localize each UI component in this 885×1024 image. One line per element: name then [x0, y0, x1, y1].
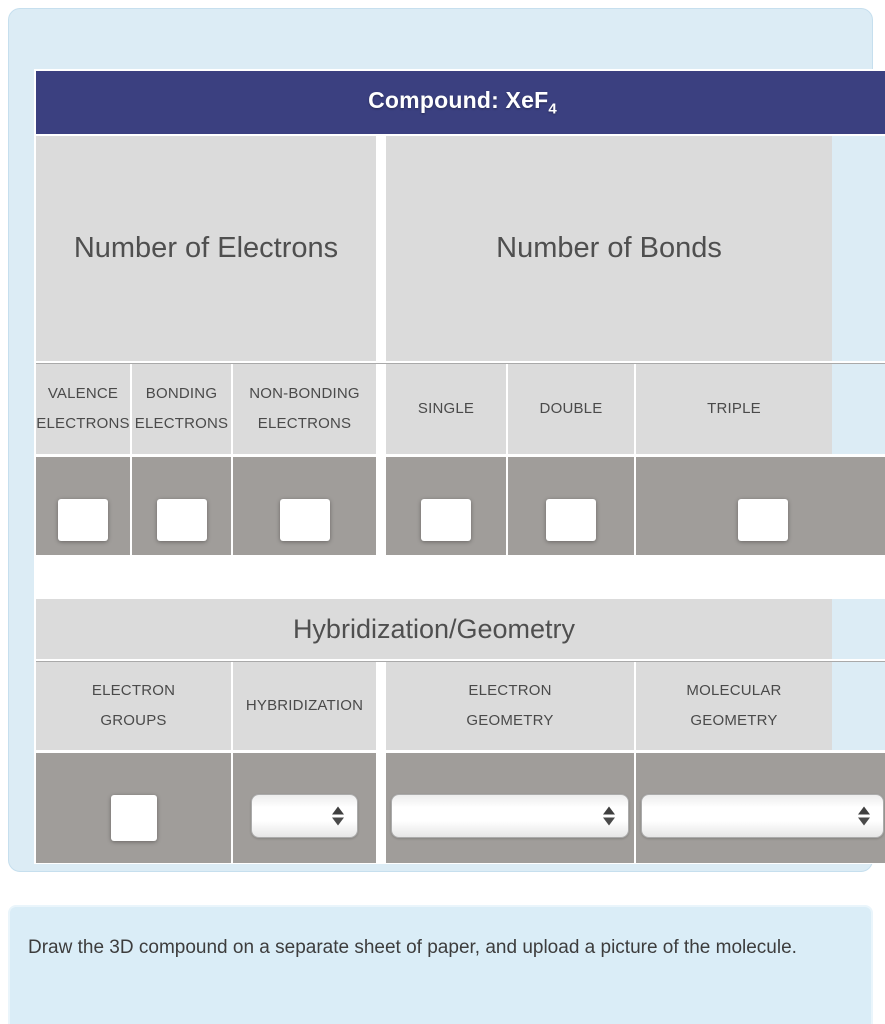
section2-input-row: [36, 753, 885, 863]
header-non-bonding-electrons: NON-BONDING ELECTRONS: [233, 364, 376, 454]
double-bonds-input[interactable]: [546, 499, 596, 541]
non-bonding-electrons-cell: [233, 457, 376, 555]
section1-title-row: Number of Electrons Number of Bonds: [36, 136, 885, 361]
valence-electrons-input[interactable]: [58, 499, 108, 541]
hybridization-select[interactable]: [251, 794, 358, 838]
hybridization-cell: [233, 753, 376, 863]
non-bonding-electrons-input[interactable]: [279, 499, 330, 541]
section2-header-row: ELECTRON GROUPS HYBRIDIZATION ELECTRON G…: [36, 662, 885, 750]
electron-geometry-cell: [386, 753, 634, 863]
instruction-text: Draw the 3D compound on a separate sheet…: [28, 937, 797, 958]
spacer-cell: [832, 364, 885, 454]
bonding-electrons-input[interactable]: [156, 499, 207, 541]
select-arrows-icon: [603, 806, 615, 826]
header-double-bonds: DOUBLE: [508, 364, 634, 454]
header-electron-geometry: ELECTRON GEOMETRY: [386, 662, 634, 750]
single-bonds-input[interactable]: [421, 499, 471, 541]
select-arrows-icon: [858, 806, 870, 826]
double-bonds-cell: [508, 457, 634, 555]
bonds-table-title: Number of Bonds: [496, 232, 722, 264]
hybridization-geometry-section: Hybridization/Geometry ELECTRON GROUPS H…: [36, 599, 885, 863]
header-bonding-electrons: BONDING ELECTRONS: [132, 364, 231, 454]
worksheet-card: Compound: XeF4 Number of Electrons Numbe…: [8, 8, 885, 872]
select-arrows-icon: [332, 806, 344, 826]
bonds-table-title-cell: Number of Bonds: [386, 136, 832, 361]
header-valence-electrons: VALENCE ELECTRONS: [36, 364, 130, 454]
bonding-electrons-cell: [132, 457, 231, 555]
electrons-table-title-cell: Number of Electrons: [36, 136, 376, 361]
header-molecular-geometry: MOLECULAR GEOMETRY: [636, 662, 832, 750]
spacer-cell: [832, 662, 885, 750]
header-electron-groups: ELECTRON GROUPS: [36, 662, 231, 750]
single-bonds-cell: [386, 457, 506, 555]
compound-title: Compound: XeF4: [368, 87, 557, 118]
instruction-box: Draw the 3D compound on a separate sheet…: [8, 905, 873, 1024]
compound-title-subscript: 4: [548, 100, 557, 118]
table-gap: [376, 136, 386, 361]
triple-bonds-input[interactable]: [737, 499, 788, 541]
divider-line: [36, 661, 885, 662]
compound-header-bar: Compound: XeF4: [36, 71, 885, 134]
header-single-bonds: SINGLE: [386, 364, 506, 454]
divider-line: [36, 363, 885, 364]
spacer-cell: [832, 599, 885, 659]
electrons-table-title: Number of Electrons: [73, 232, 339, 264]
triple-bonds-cell: [636, 457, 885, 555]
molecular-geometry-select[interactable]: [641, 794, 884, 838]
electron-geometry-select[interactable]: [391, 794, 629, 838]
hybridization-banner: Hybridization/Geometry: [36, 599, 832, 659]
electron-groups-cell: [36, 753, 231, 863]
header-hybridization: HYBRIDIZATION: [233, 662, 376, 750]
electrons-bonds-section: Number of Electrons Number of Bonds VALE…: [36, 136, 885, 555]
compound-title-text: Compound: XeF: [368, 87, 549, 114]
spacer-cell: [832, 136, 885, 361]
hybridization-banner-title: Hybridization/Geometry: [292, 613, 576, 644]
electron-groups-input[interactable]: [110, 795, 157, 841]
section1-header-row: VALENCE ELECTRONS BONDING ELECTRONS NON-…: [36, 364, 885, 454]
header-triple-bonds: TRIPLE: [636, 364, 832, 454]
section1-input-row: [36, 457, 885, 555]
valence-electrons-cell: [36, 457, 130, 555]
molecular-geometry-cell: [636, 753, 885, 863]
hybridization-banner-row: Hybridization/Geometry: [36, 599, 885, 659]
